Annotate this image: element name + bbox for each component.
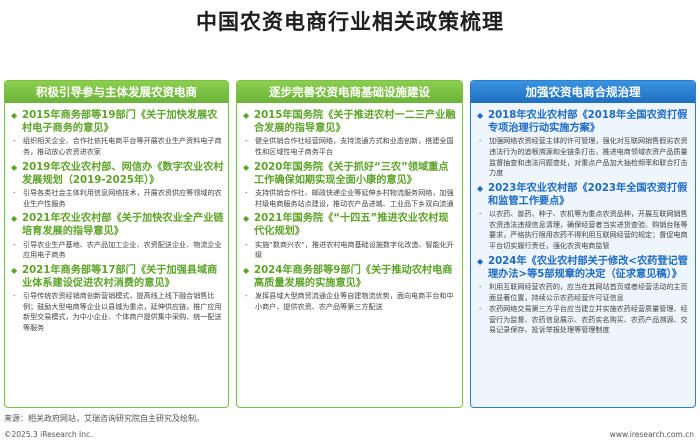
policy-item: ◆ 2024年《农业农村部关于修改<农药登记管理办法>等5部规章的决定（征求意见稿…	[477, 255, 691, 336]
diamond-icon: ◆	[11, 265, 18, 275]
diamond-icon: ◆	[243, 265, 250, 275]
dash-icon: -	[479, 136, 482, 146]
diamond-icon: ◆	[243, 214, 250, 224]
policy-title: 2024年商务部等9部门《关于推动农村电商高质量发展的实施意见》	[254, 264, 453, 289]
column-participants: 积极引导参与主体发展农资电商 ◆ 2015年商务部等19部门《关于加快发展农村电子…	[4, 80, 229, 408]
dash-icon: -	[13, 188, 16, 197]
dash-icon: -	[479, 209, 482, 219]
policy-item: ◆ 2023年农业农村部《2023年全国农资打假和监管工作要点》 -以农药、兽药、…	[477, 182, 691, 252]
policy-title: 2015年商务部等19部门《关于加快发展农村电子商务的意见》	[22, 110, 218, 135]
diamond-icon: ◆	[243, 111, 250, 120]
website-link[interactable]: www.iresearch.com.cn	[609, 430, 694, 439]
policy-title: 2015年国务院《关于推进农村一二三产业融合发展的指导意见》	[254, 110, 456, 135]
policy-detail: 引导各类社会主体利用信息网络技术，开展农资供应等领域的农业生产性服务	[23, 188, 222, 208]
policy-title: 2020年国务院《关于抓好“三农”领域重点工作确保如期实现全面小康的意见》	[254, 161, 449, 186]
diamond-icon: ◆	[477, 256, 484, 266]
policy-item: ◆2019年农业农村部、网信办《数字农业农村发展规划（2019-2025年）》 …	[11, 161, 224, 210]
diamond-icon: ◆	[11, 214, 18, 224]
dash-icon: -	[245, 239, 248, 249]
diamond-icon: ◆	[477, 111, 484, 120]
diamond-icon: ◆	[11, 111, 18, 120]
dash-icon: -	[13, 291, 16, 301]
dash-icon: -	[13, 136, 16, 146]
policy-item: ◆ 2024年商务部等9部门《关于推动农村电商高质量发展的实施意见》 -发挥县域大…	[243, 264, 458, 313]
policy-title: 2024年《农业农村部关于修改<农药登记管理办法>等5部规章的决定（征求意见稿）…	[488, 255, 688, 280]
policy-item: ◆ 2020年国务院《关于抓好“三农”领域重点工作确保如期实现全面小康的意见》 -…	[243, 161, 458, 210]
diamond-icon: ◆	[11, 162, 18, 172]
policy-item: ◆ 2021年农业农村部《关于加快农业全产业链培育发展的指导意见》 -引导农业生产…	[11, 212, 224, 261]
dash-icon: -	[479, 281, 482, 291]
column-header: 逐步完善农资电商基础设施建设	[237, 81, 462, 103]
policy-detail: 发挥县域大型商贸流通企业等自建物流优势，面向电商平台和中小商户，提供农资、农产品…	[255, 291, 454, 311]
policy-title: 2019年农业农村部、网信办《数字农业农村发展规划（2019-2025年）》	[22, 161, 224, 186]
diamond-icon: ◆	[243, 162, 250, 172]
policy-detail: 加强网络农资经营主体的许可管理，强化对互联网销售假劣农资违法行为的追根溯源和全链…	[489, 136, 688, 178]
page-title: 中国农资电商行业相关政策梳理	[196, 10, 504, 34]
column-header: 加强农资电商合规治理	[471, 81, 695, 103]
column-compliance: 加强农资电商合规治理 ◆ 2018年农业农村部《2018年全国农资打假专项治理行动…	[470, 80, 696, 408]
policy-item: ◆ 2015年国务院《关于推进农村一二三产业融合发展的指导意见》 -健全供销合作社…	[243, 109, 458, 158]
policy-title: 2021年国务院《“十四五”推进农业农村现代化规划》	[254, 213, 449, 238]
dash-icon: -	[245, 136, 248, 146]
policy-detail: 以农药、兽药、种子、农机等为重点农资品种，开展互联网销售农资违法违规信息清理，确…	[489, 209, 688, 250]
policy-detail: 实施“数商兴农”，推进农村电商基础设施数字化改造、智能化升级	[255, 239, 454, 260]
policy-title: 2021年商务部等17部门《关于加强县域商业体系建设促进农村消费的意见》	[22, 264, 218, 289]
dash-icon: -	[13, 239, 16, 249]
dash-icon: -	[245, 188, 248, 197]
diamond-icon: ◆	[477, 183, 484, 193]
column-header: 积极引导参与主体发展农资电商	[5, 81, 228, 103]
policy-item: ◆ 2018年农业农村部《2018年全国农资打假专项治理行动实施方案》 -加强网络…	[477, 109, 691, 179]
policy-detail: 引导传统农资经销商创新营销模式，提高线上线下融合销售比例；鼓励大型电商等企业以县…	[23, 291, 222, 332]
copyright: ©2025.3 iResearch Inc.	[4, 430, 93, 439]
policy-detail: 利用互联网经营农药的，应当在其网站首页或者经营活动的主页面显著位置，持续公示农药…	[489, 281, 688, 302]
policy-detail: 支持供销合作社、邮政快递企业等延伸乡村物流服务网络，加强村级电商服务站点建设，推…	[255, 188, 454, 208]
policy-item: ◆ 2021年商务部等17部门《关于加强县域商业体系建设促进农村消费的意见》 -引…	[11, 264, 224, 334]
dash-icon: -	[479, 304, 482, 314]
policy-title: 2023年农业农村部《2023年全国农资打假和监管工作要点》	[488, 182, 688, 207]
policy-title: 2021年农业农村部《关于加快农业全产业链培育发展的指导意见》	[22, 213, 224, 238]
policy-title: 2018年农业农村部《2018年全国农资打假专项治理行动实施方案》	[488, 110, 688, 135]
source-note: 来源：相关政府网站，艾瑞咨询研究院自主研究及绘制。	[4, 414, 204, 423]
policy-item: ◆ 2021年国务院《“十四五”推进农业农村现代化规划》 -实施“数商兴农”，推进…	[243, 212, 458, 261]
policy-detail: 农药网络交易第三方平台应当建立并实施农药经营质量管理、经营行为监督、农药信息展示…	[489, 304, 688, 335]
policy-item: ◆ 2015年商务部等19部门《关于加快发展农村电子商务的意见》 -组织相关企业、…	[11, 109, 224, 158]
policy-detail: 引导农业生产基地、农产品加工企业、农资配送企业、物流企业应用电子商务	[23, 239, 222, 260]
policy-detail: 健全供销合作社经营网络，支持流通方式和业态创新，搭建全国性和区域性电子商务平台	[255, 136, 454, 156]
policy-detail: 组织相关企业、合作社依托电商平台等开展农业生产资料电子商务，推动放心农资进农家	[23, 136, 222, 156]
footer: ©2025.3 iResearch Inc. www.iresearch.com…	[0, 428, 700, 441]
dash-icon: -	[245, 291, 248, 301]
column-infrastructure: 逐步完善农资电商基础设施建设 ◆ 2015年国务院《关于推进农村一二三产业融合发展…	[236, 80, 463, 408]
